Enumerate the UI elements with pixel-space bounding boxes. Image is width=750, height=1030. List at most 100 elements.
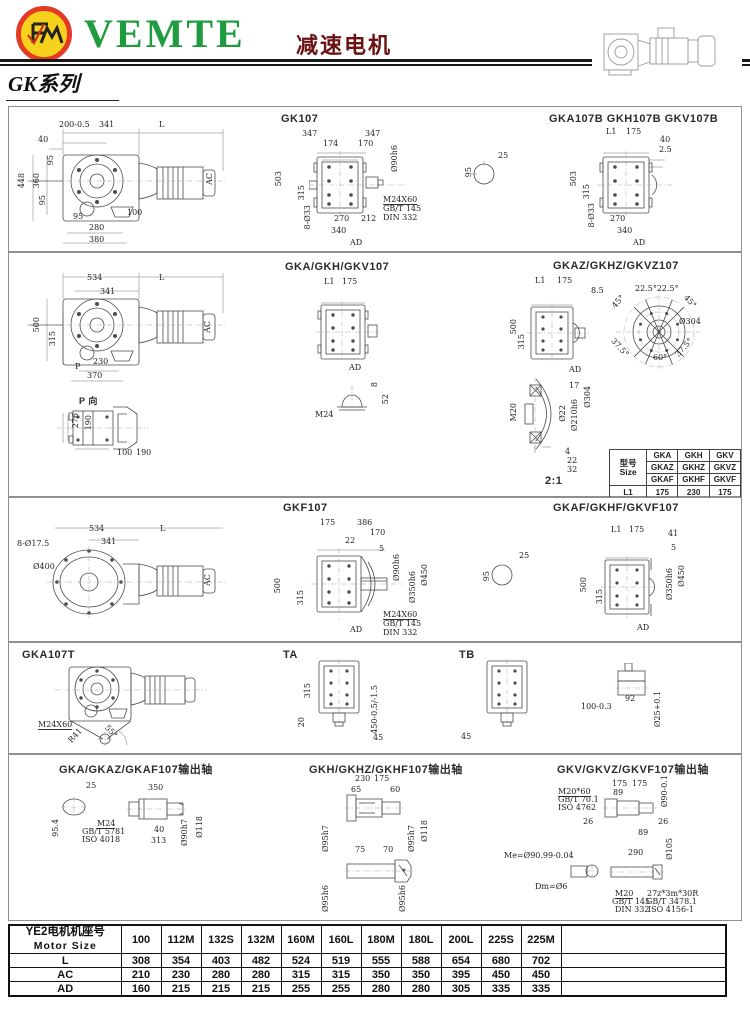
dim-label: 315 xyxy=(595,589,604,605)
gk107-rear-view xyxy=(309,151,409,217)
dim-label: 170 xyxy=(370,528,386,537)
dim-label: 347 xyxy=(302,129,318,138)
table-cell: GKA xyxy=(646,449,679,462)
dim-label: 100-0.3 xyxy=(581,702,612,711)
table-cell: 215 xyxy=(240,981,282,997)
dim-label: 25 xyxy=(86,781,97,790)
dim-label: 315 xyxy=(582,184,591,200)
dim-label: 175 xyxy=(320,518,336,527)
dim-label: Ø105 xyxy=(665,838,674,860)
drawing-title: GKH/GKHZ/GKHF107输出轴 xyxy=(309,764,463,776)
dim-label: 60 xyxy=(390,785,401,794)
table-cell: 654 xyxy=(440,953,482,968)
dim-label: 230 xyxy=(355,774,371,783)
dim-label: 95.4 xyxy=(51,819,60,837)
table-cell: 524 xyxy=(280,953,322,968)
dim-label: AC xyxy=(203,321,212,333)
table-cell: 450 xyxy=(520,967,562,982)
shaft-section-view xyxy=(471,161,495,185)
model-size-table: 型号 Size GKA GKH GKV GKAZ GKHZ GKVZ GKAF … xyxy=(608,449,742,499)
drawing-title: TB xyxy=(459,649,475,661)
drawing-title: GKA107B GKH107B GKV107B xyxy=(549,113,719,125)
table-cell: 555 xyxy=(360,953,402,968)
dim-label: L xyxy=(159,120,165,129)
thread-note: M24 xyxy=(97,819,116,829)
table-cell: 315 xyxy=(320,967,362,982)
dim-label: 280 xyxy=(89,223,105,232)
table-cell: 160 xyxy=(120,981,162,997)
dim-label: 200-0.5 xyxy=(59,120,90,129)
dim-label: 5 xyxy=(379,544,385,553)
dim-label: 350 xyxy=(148,783,164,792)
shaft-end-detail xyxy=(337,385,367,411)
dim-label: AD xyxy=(349,363,362,372)
dim-label: 313 xyxy=(151,836,167,845)
dim-label: 40 xyxy=(154,825,165,834)
dim-label: Ø90-0.1 xyxy=(660,775,669,808)
dim-label: 70 xyxy=(383,845,394,854)
logo-icon xyxy=(27,22,64,46)
measure-note: Dm=Ø6 xyxy=(535,882,568,891)
dim-label: 65 xyxy=(351,785,362,794)
column-header: 100 xyxy=(120,924,162,954)
dim-label: 270 xyxy=(610,214,626,223)
dim-label: AD xyxy=(569,365,582,374)
view-title: P 向 xyxy=(79,396,98,406)
dim-label: Ø95h7 xyxy=(407,825,416,852)
dim-label: L xyxy=(159,273,165,282)
thread-note: M24X60 xyxy=(38,720,73,730)
table-cell: GKAF xyxy=(646,473,679,486)
dim-label: 500 xyxy=(579,577,588,593)
column-header: 160M xyxy=(280,924,322,954)
dim-label: 175 xyxy=(612,779,628,788)
brand-logo xyxy=(16,6,72,62)
gkh-output-shaft-top xyxy=(345,794,405,822)
dim-label: 8-Ø33 xyxy=(303,205,312,230)
dim-label: 500 xyxy=(509,319,518,335)
table-cell: 280 xyxy=(360,981,402,997)
dim-label: Ø304 xyxy=(583,386,592,408)
column-header: 132M xyxy=(240,924,282,954)
dim-label: 5 xyxy=(671,543,677,552)
table-cell: 680 xyxy=(480,953,522,968)
dim-label: 360 xyxy=(32,173,41,189)
dim-label: Ø210h6 xyxy=(570,399,579,432)
dim-label: L xyxy=(160,524,166,533)
dim-label: 500 xyxy=(273,578,282,594)
dim-label: 270 xyxy=(334,214,350,223)
dim-label: 32 xyxy=(567,465,578,474)
table-cell: GKH xyxy=(677,449,710,462)
thread-note: M20 xyxy=(615,889,634,899)
dim-label: 26 xyxy=(658,817,669,826)
dim-label: AC xyxy=(203,574,212,586)
column-header: 200L xyxy=(440,924,482,954)
table-header-cn: 型号 xyxy=(619,457,637,468)
product-thumbnail xyxy=(592,16,742,80)
dim-label: 22 xyxy=(567,456,578,465)
table-cell: GKHZ xyxy=(677,461,710,474)
table-cell: 215 xyxy=(160,981,202,997)
dim-label: 4 xyxy=(565,447,571,456)
header-rule xyxy=(0,59,750,66)
p-direction-view xyxy=(57,406,149,450)
table-cell: 210 xyxy=(120,967,162,982)
dim-label: 2.5 xyxy=(659,145,672,154)
dim-label: Ø22 xyxy=(558,405,567,422)
row-label: L xyxy=(8,953,122,968)
dim-label: 315 xyxy=(303,683,312,699)
panel-gkf107: 8-Ø17.5 Ø400 534 341 L AC GKF107 175 386… xyxy=(8,497,742,642)
drawing-title: GKA107T xyxy=(22,649,76,661)
gkaf107-rear-view xyxy=(601,556,661,618)
gka107-rear-view xyxy=(315,301,379,361)
standard-note: ISO 4018 xyxy=(82,835,121,844)
dim-label: P xyxy=(75,362,81,371)
table-cell: 519 xyxy=(320,953,362,968)
dim-label: 95 xyxy=(46,155,55,166)
gkf-gearmotor-side-view xyxy=(47,527,225,618)
standard-note: GB/T 145 xyxy=(383,204,422,213)
dim-label: Ø118 xyxy=(195,816,204,838)
angle-label: 22.5°22.5° xyxy=(635,284,679,293)
dim-label: 95 xyxy=(482,571,491,582)
